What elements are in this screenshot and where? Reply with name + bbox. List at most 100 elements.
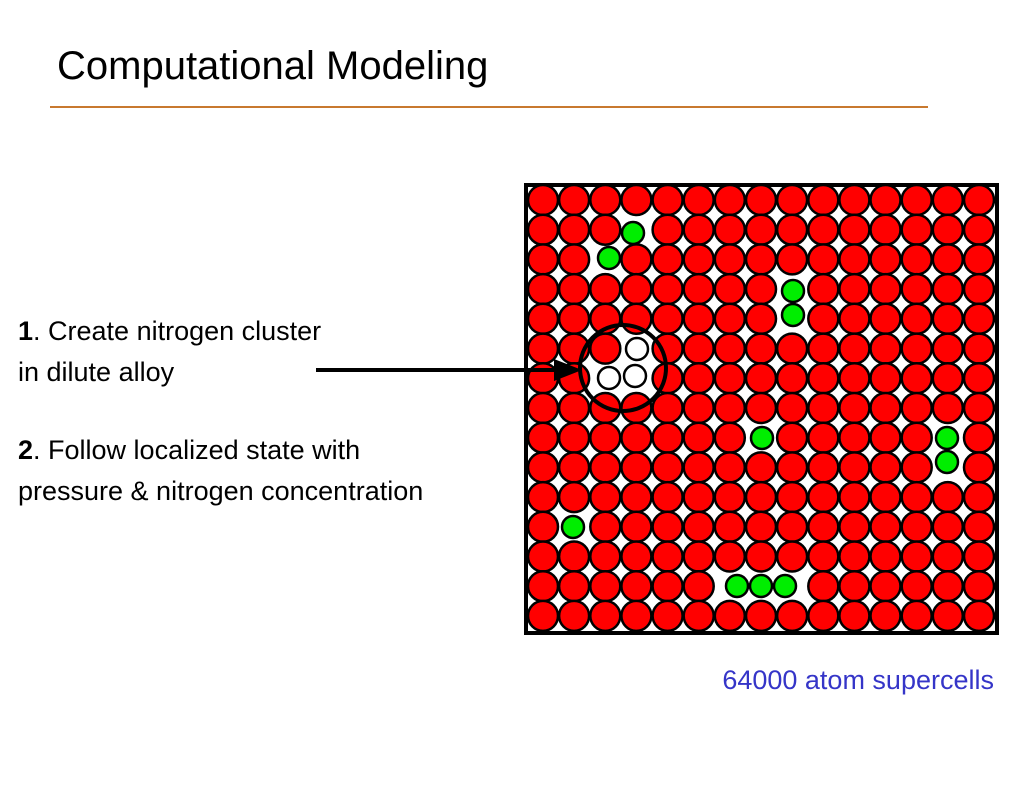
host-atom	[900, 213, 933, 246]
host-atom	[526, 569, 560, 603]
host-atom	[869, 540, 902, 573]
host-atom	[900, 183, 933, 217]
nitrogen-atom	[780, 302, 806, 328]
host-atom	[807, 391, 840, 425]
host-atom	[557, 599, 591, 633]
nitrogen-atom	[560, 514, 586, 540]
host-atom	[807, 362, 840, 395]
host-atom	[526, 480, 560, 514]
host-atom	[869, 480, 902, 514]
host-atom	[838, 362, 871, 395]
step-1-line1: . Create nitrogen cluster	[33, 316, 322, 346]
host-atom	[775, 183, 809, 217]
host-atom	[931, 569, 965, 603]
host-atom	[589, 599, 622, 633]
cluster-atoms	[596, 336, 650, 391]
host-atom	[838, 421, 871, 454]
host-atom	[526, 599, 560, 633]
host-atom	[838, 243, 871, 276]
host-atom	[931, 302, 965, 336]
host-atom	[838, 213, 871, 246]
host-atom	[744, 510, 778, 544]
host-atom	[807, 213, 840, 246]
host-atom	[962, 213, 996, 246]
host-atom	[557, 540, 591, 573]
host-atom	[962, 480, 996, 514]
host-atom	[775, 421, 809, 454]
host-atom	[838, 480, 871, 514]
host-atom	[775, 213, 809, 246]
cluster-site	[624, 336, 650, 362]
cluster-site	[622, 363, 648, 389]
host-atom	[900, 510, 933, 544]
host-atom	[931, 480, 965, 514]
host-atom	[838, 451, 871, 484]
host-atom	[900, 540, 933, 573]
host-atom	[620, 569, 653, 603]
host-atom	[900, 421, 933, 454]
step-2-number: 2	[18, 435, 34, 465]
host-atom	[651, 243, 684, 276]
host-atom	[869, 451, 902, 484]
host-atom	[962, 599, 996, 633]
host-atom	[931, 272, 965, 306]
host-atom	[962, 332, 996, 365]
host-atom	[620, 599, 653, 633]
host-atom	[682, 272, 715, 306]
host-atom	[651, 510, 684, 544]
host-atom	[620, 302, 653, 336]
host-atom	[682, 183, 715, 217]
host-atom	[775, 451, 809, 484]
host-atom	[651, 451, 684, 484]
host-atom	[869, 510, 902, 544]
host-atom	[962, 421, 996, 454]
host-atom	[526, 183, 560, 217]
nitrogen-atom	[724, 573, 750, 599]
nitrogen-atom	[934, 425, 960, 451]
cluster-site	[596, 365, 622, 391]
host-atom	[651, 213, 684, 246]
host-atom	[744, 302, 778, 336]
host-atom	[744, 480, 778, 514]
host-atom	[838, 599, 871, 633]
host-atom	[869, 243, 902, 276]
host-atom	[713, 332, 747, 365]
host-atom	[557, 213, 591, 246]
host-atom	[589, 213, 622, 246]
host-atom	[838, 272, 871, 306]
host-atom	[775, 332, 809, 365]
host-atom	[869, 302, 902, 336]
host-atom	[620, 540, 653, 573]
host-atom	[807, 510, 840, 544]
host-atom	[744, 243, 778, 276]
host-atom	[807, 451, 840, 484]
host-atom	[557, 451, 591, 484]
host-atom	[744, 540, 778, 573]
host-atom	[869, 213, 902, 246]
host-atom	[962, 302, 996, 336]
host-atom	[682, 332, 715, 365]
nitrogen-atom	[620, 220, 646, 246]
host-atom	[682, 391, 715, 425]
host-atom	[807, 540, 840, 573]
host-atom	[589, 569, 622, 603]
host-atom	[838, 540, 871, 573]
host-atom	[651, 540, 684, 573]
host-atom	[682, 362, 715, 395]
host-atom	[775, 243, 809, 276]
host-atom	[557, 243, 591, 276]
slide-title: Computational Modeling	[57, 44, 489, 88]
host-atom	[651, 391, 684, 425]
arrow-icon	[316, 359, 582, 381]
host-atom	[744, 451, 778, 484]
host-atom	[620, 272, 653, 306]
host-atom	[713, 302, 747, 336]
host-atom	[838, 569, 871, 603]
nitrogen-atom	[772, 573, 798, 599]
host-atom	[744, 391, 778, 425]
host-atom	[713, 599, 747, 633]
host-atom	[713, 243, 747, 276]
host-atom	[682, 599, 715, 633]
host-atom	[557, 569, 591, 603]
